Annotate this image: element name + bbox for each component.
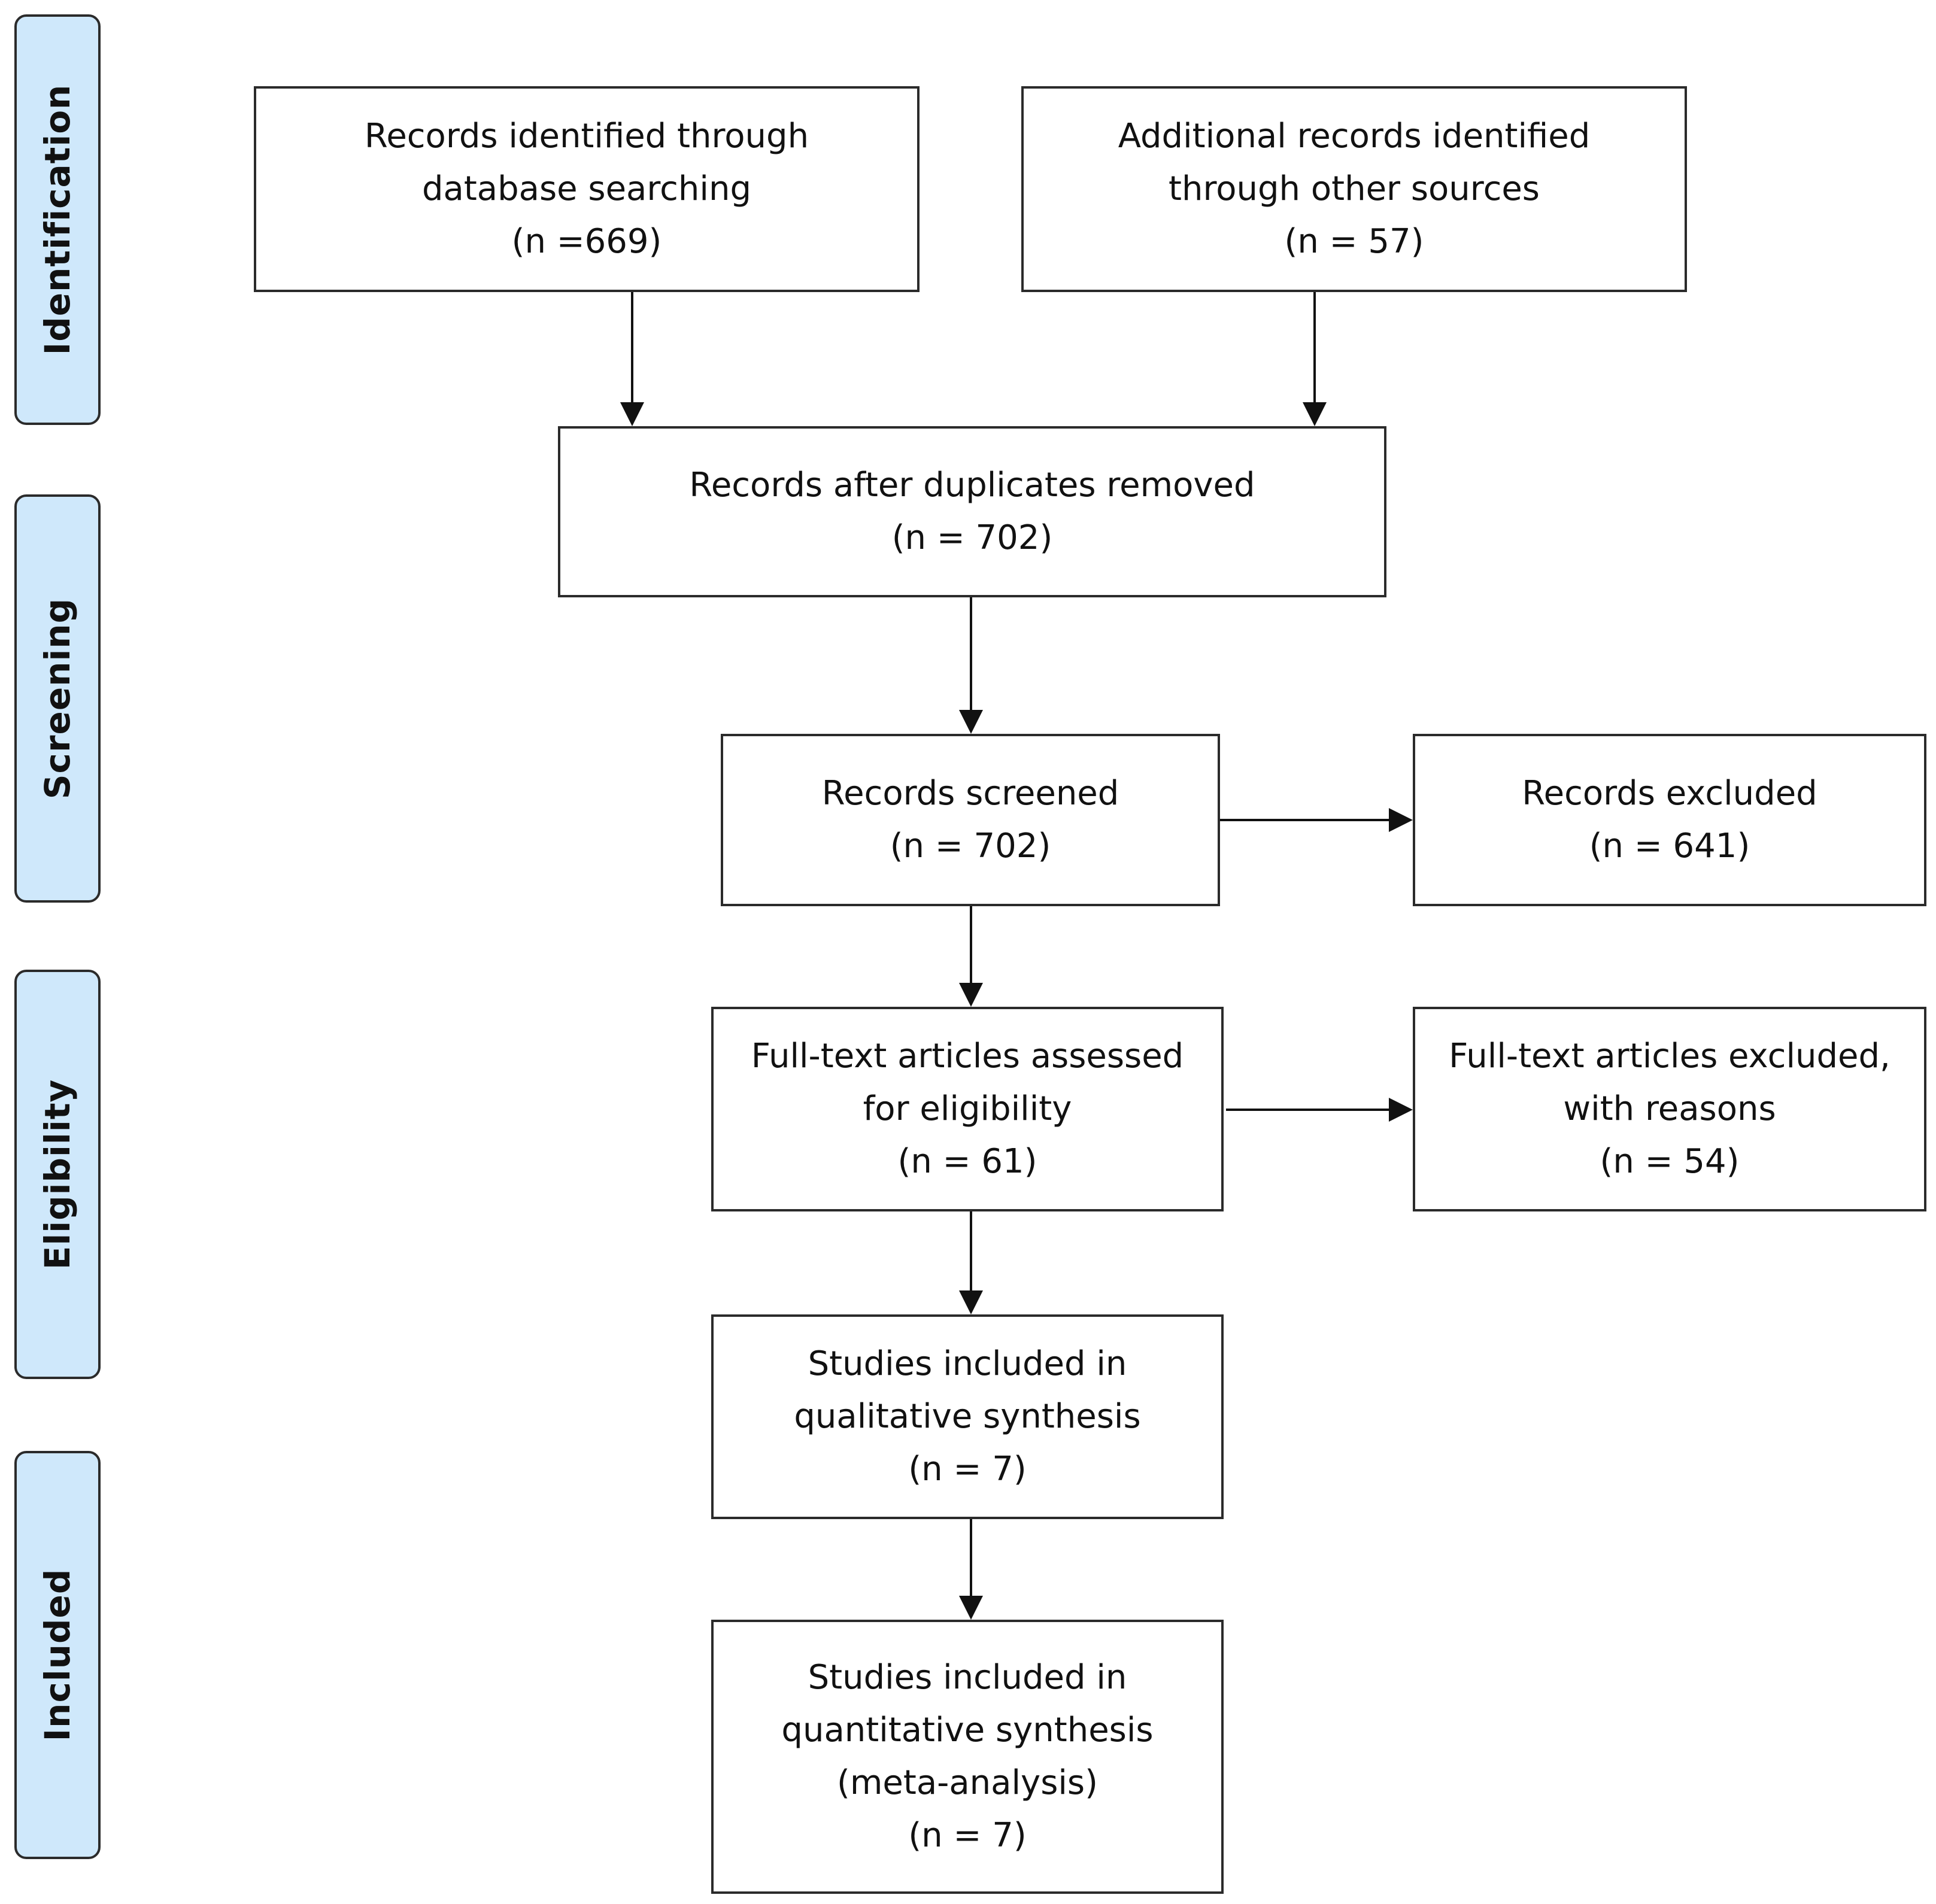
arrowhead-fulltext-to-qualitative xyxy=(959,1290,983,1314)
arrowhead-screened-to-fulltext xyxy=(959,983,983,1007)
phase-eligibility: Eligibility xyxy=(14,970,101,1379)
other-records-count: (n = 57) xyxy=(1284,222,1424,261)
other-records-line1: Additional records identified xyxy=(1118,117,1591,156)
database-records-box: Records identified through database sear… xyxy=(254,86,920,292)
screened-line1: Records screened xyxy=(821,774,1119,813)
fulltext-assessed-line2: for eligibility xyxy=(863,1089,1072,1128)
quantitative-line2: quantitative synthesis xyxy=(781,1711,1154,1750)
other-records-line2: through other sources xyxy=(1169,169,1540,208)
arrowhead-fulltext-to-excluded xyxy=(1389,1098,1413,1122)
phase-included: Included xyxy=(14,1451,101,1859)
qualitative-line2: qualitative synthesis xyxy=(794,1397,1141,1436)
phase-screening: Screening xyxy=(14,494,101,903)
arrowhead-screened-to-excluded xyxy=(1389,808,1413,832)
screened-count: (n = 702) xyxy=(890,827,1051,866)
quantitative-box: Studies included in quantitative synthes… xyxy=(711,1620,1224,1894)
duplicates-removed-line1: Records after duplicates removed xyxy=(689,466,1255,505)
quantitative-line1: Studies included in xyxy=(808,1658,1127,1697)
fulltext-excluded-line2: with reasons xyxy=(1563,1089,1776,1128)
database-records-count: (n =669) xyxy=(511,222,662,261)
screened-box: Records screened (n = 702) xyxy=(721,734,1220,906)
fulltext-excluded-box: Full-text articles excluded, with reason… xyxy=(1413,1007,1926,1211)
database-records-line1: Records identified through xyxy=(364,117,809,156)
quantitative-count: (n = 7) xyxy=(908,1816,1027,1855)
excluded-count: (n = 641) xyxy=(1589,827,1750,866)
arrowhead-database-to-duplicates xyxy=(620,402,644,426)
excluded-line1: Records excluded xyxy=(1522,774,1817,813)
duplicates-removed-box: Records after duplicates removed (n = 70… xyxy=(558,426,1386,597)
fulltext-assessed-count: (n = 61) xyxy=(897,1142,1037,1181)
qualitative-line1: Studies included in xyxy=(808,1344,1127,1383)
qualitative-box: Studies included in qualitative synthesi… xyxy=(711,1314,1224,1519)
fulltext-excluded-count: (n = 54) xyxy=(1600,1142,1740,1181)
arrowhead-duplicates-to-screened xyxy=(959,710,983,734)
fulltext-assessed-line1: Full-text articles assessed xyxy=(751,1037,1184,1076)
fulltext-excluded-line1: Full-text articles excluded, xyxy=(1449,1037,1891,1076)
phase-identification: Identification xyxy=(14,14,101,425)
duplicates-removed-count: (n = 702) xyxy=(891,518,1053,557)
other-records-box: Additional records identified through ot… xyxy=(1021,86,1687,292)
arrowhead-qualitative-to-quantitative xyxy=(959,1596,983,1620)
arrowhead-other-to-duplicates xyxy=(1303,402,1327,426)
quantitative-line3: (meta-analysis) xyxy=(837,1763,1098,1802)
fulltext-assessed-box: Full-text articles assessed for eligibil… xyxy=(711,1007,1224,1211)
qualitative-count: (n = 7) xyxy=(908,1450,1027,1489)
excluded-box: Records excluded (n = 641) xyxy=(1413,734,1926,906)
database-records-line2: database searching xyxy=(421,169,752,208)
